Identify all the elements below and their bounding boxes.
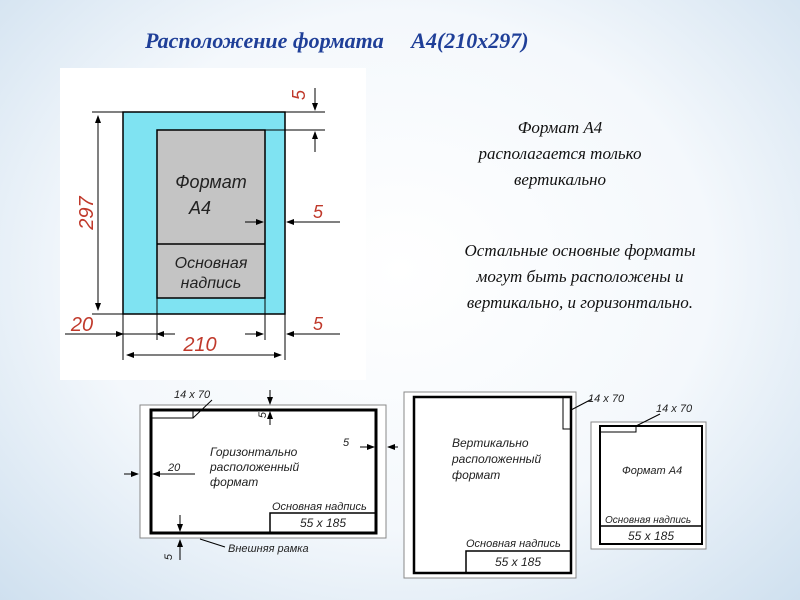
orientation-label-1: Горизонтально <box>210 445 298 459</box>
dim-5-top-label: 5 <box>289 89 309 100</box>
outer-frame-rect <box>139 404 387 539</box>
stamp-box <box>465 550 572 574</box>
dim-210-label: 210 <box>182 334 216 356</box>
a4-orientation-note: Формат А4 располагается только вертикаль… <box>440 115 680 193</box>
stamp-box <box>599 525 703 545</box>
dim-5-right: 5 <box>343 437 350 449</box>
horizontal-format-diagram: 14 x 70 Горизонтально расположенный форм… <box>124 389 398 560</box>
page-title: Расположение формата А4(210х297) <box>145 28 529 53</box>
outer-frame-rect <box>590 421 707 550</box>
vertical-format-diagram: 14 x 70 Вертикально расположенный формат… <box>403 391 625 579</box>
stamp-size-label: 55 x 185 <box>495 555 541 569</box>
orientation-label-3: формат <box>452 468 500 482</box>
orientation-label-2: расположенный <box>451 452 542 466</box>
orientation-label-2: расположенный <box>209 460 300 474</box>
dim-20: 20 <box>167 462 181 474</box>
corner-size-label: 14 x 70 <box>656 403 693 415</box>
note-line: вертикально, и горизонтально. <box>466 293 694 312</box>
stamp-label: Основная надпись <box>605 515 691 526</box>
stamp-label: Основная надпись <box>272 501 367 513</box>
corner-size-label: 14 x 70 <box>588 393 625 405</box>
a4-label: А4 <box>188 198 211 218</box>
stamp-label-line2: надпись <box>181 275 242 292</box>
note-line: могут быть расположены и <box>476 267 684 286</box>
orientation-label-1: Вертикально <box>452 436 529 450</box>
inner-frame-rect <box>149 408 378 535</box>
a4-main-diagram: Формат А4 Основная надпись 297 210 20 5 … <box>65 88 340 360</box>
dim-5-bottom: 5 <box>163 553 175 560</box>
corner-size-label: 14 x 70 <box>174 389 211 401</box>
other-formats-note: Остальные основные форматы могут быть ра… <box>420 238 740 316</box>
dim-297-label: 297 <box>76 195 98 230</box>
stamp-size-label: 55 x 185 <box>300 516 346 530</box>
stamp-label: Основная надпись <box>466 538 561 550</box>
note-line: Остальные основные форматы <box>464 241 696 260</box>
outer-frame-rect <box>403 391 577 579</box>
outer-frame-label: Внешняя рамка <box>228 543 309 555</box>
dim-5-mid-label: 5 <box>313 202 324 222</box>
note-line: вертикально <box>513 170 607 189</box>
drawing-frame <box>156 129 266 299</box>
format-label: Формат <box>175 172 246 192</box>
note-line: Формат А4 <box>517 118 603 137</box>
corner-box <box>599 425 637 433</box>
stamp-label-line1: Основная <box>175 255 248 272</box>
dim-20-label: 20 <box>70 314 93 336</box>
stamp-size-label: 55 x 185 <box>628 529 674 543</box>
stamp-box <box>269 512 377 534</box>
corner-box <box>150 409 194 419</box>
dim-5-top: 5 <box>257 411 269 418</box>
note-line: располагается только <box>478 144 642 163</box>
dim-5-bottom-label: 5 <box>313 314 324 334</box>
orientation-label-3: формат <box>210 475 258 489</box>
corner-box <box>562 396 572 430</box>
format-label: Формат А4 <box>622 465 682 477</box>
small-a4-diagram: 14 x 70 Формат А4 Основная надпись 55 x … <box>590 403 707 550</box>
